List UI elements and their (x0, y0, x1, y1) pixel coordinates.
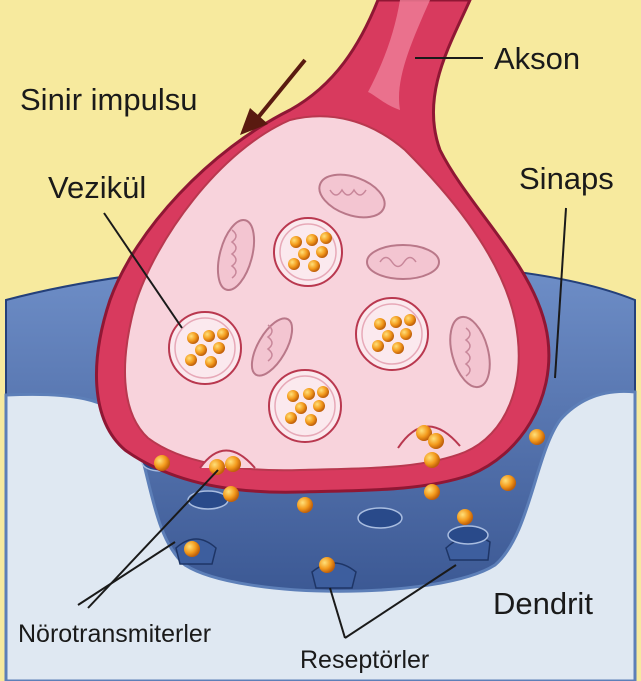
label-vezikul: Vezikül (48, 172, 146, 203)
vesicle-neurotransmitter (316, 246, 328, 258)
vesicle-neurotransmitter (288, 258, 300, 270)
vesicle-neurotransmitter (290, 236, 302, 248)
neurotransmitter (184, 541, 200, 557)
vesicle-neurotransmitter (306, 234, 318, 246)
label-reseptorler: Reseptörler (300, 648, 429, 673)
vesicle-neurotransmitter (203, 330, 215, 342)
neurotransmitter (319, 557, 335, 573)
neurotransmitter (424, 484, 440, 500)
vesicle-neurotransmitter (372, 340, 384, 352)
vesicle-neurotransmitter (295, 402, 307, 414)
vesicle-neurotransmitter (313, 400, 325, 412)
neurotransmitter (223, 486, 239, 502)
vesicle-neurotransmitter (308, 260, 320, 272)
vesicle-neurotransmitter (205, 356, 217, 368)
neurotransmitter (428, 433, 444, 449)
neurotransmitter (457, 509, 473, 525)
vesicle-neurotransmitter (303, 388, 315, 400)
vesicle-neurotransmitter (298, 248, 310, 260)
vesicle-neurotransmitter (305, 414, 317, 426)
neurotransmitter (225, 456, 241, 472)
label-dendrit: Dendrit (493, 588, 593, 619)
vesicle-neurotransmitter (317, 386, 329, 398)
neurotransmitter (297, 497, 313, 513)
vesicle-neurotransmitter (382, 330, 394, 342)
vesicle-neurotransmitter (285, 412, 297, 424)
neurotransmitter (500, 475, 516, 491)
vesicle-neurotransmitter (392, 342, 404, 354)
label-norotransmiterler: Nörotransmiterler (18, 622, 211, 647)
label-sinir-impulsu: Sinir impulsu (20, 84, 197, 115)
vesicle-neurotransmitter (195, 344, 207, 356)
vesicle-neurotransmitter (187, 332, 199, 344)
label-sinaps: Sinaps (519, 163, 614, 194)
vesicle-neurotransmitter (404, 314, 416, 326)
vesicle-neurotransmitter (217, 328, 229, 340)
vesicle-neurotransmitter (185, 354, 197, 366)
neurotransmitter (529, 429, 545, 445)
neurotransmitter (209, 459, 225, 475)
vesicle-neurotransmitter (320, 232, 332, 244)
vesicle-neurotransmitter (374, 318, 386, 330)
neurotransmitter (424, 452, 440, 468)
vesicle-neurotransmitter (400, 328, 412, 340)
label-akson: Akson (494, 43, 580, 74)
vesicle-neurotransmitter (390, 316, 402, 328)
neurotransmitter (154, 455, 170, 471)
vesicle-neurotransmitter (213, 342, 225, 354)
vesicle-neurotransmitter (287, 390, 299, 402)
